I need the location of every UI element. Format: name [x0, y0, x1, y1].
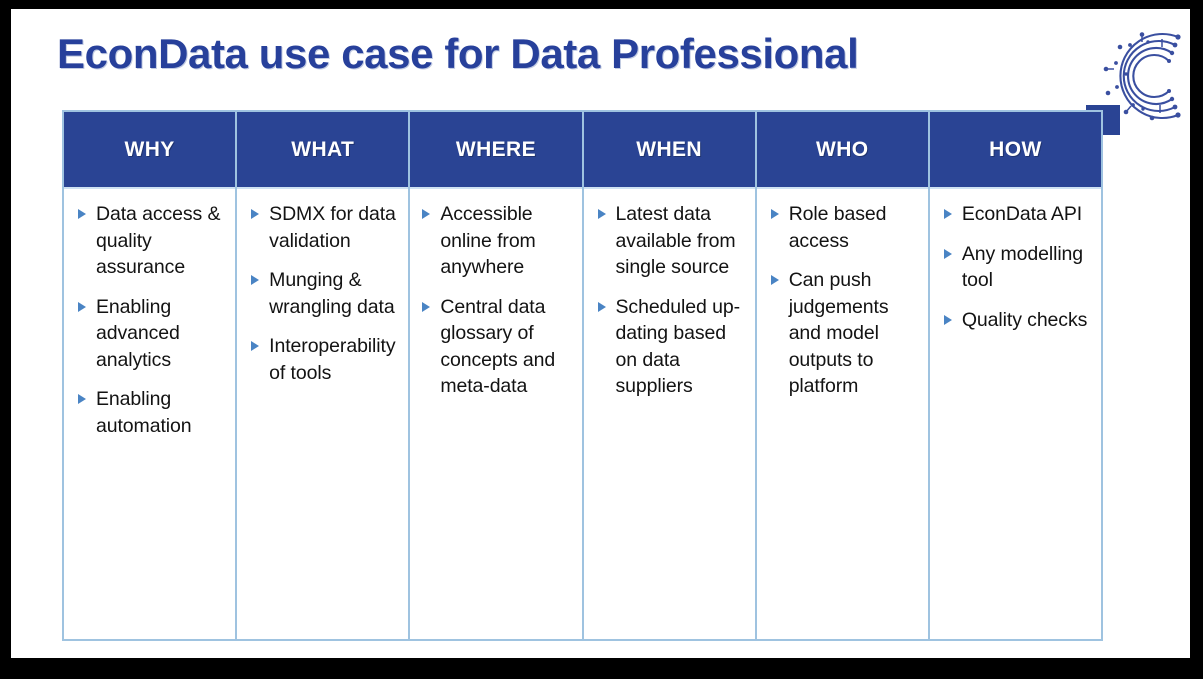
column-body-where: Accessible online from anywhere Central … [410, 189, 582, 641]
column-body-who: Role based access Can push judgements an… [756, 189, 928, 641]
list-item-label: Munging & wrangling data [269, 269, 395, 318]
column-header-who: WHO [756, 110, 928, 189]
triangle-bullet-icon [78, 209, 86, 219]
bullet-list-how: EconData API Any modelling tool Quality … [938, 201, 1095, 333]
triangle-bullet-icon [597, 301, 606, 312]
list-item: Any modelling tool [938, 241, 1095, 294]
triangle-bullet-icon [422, 301, 431, 312]
list-item: Scheduled up-dating based on data suppli… [592, 294, 749, 400]
column-who: WHO Role based access Can push judgement… [756, 110, 930, 641]
list-item: Quality checks [938, 307, 1095, 334]
triangle-bullet-icon [251, 275, 260, 285]
list-item-label: SDMX for data validation [269, 203, 396, 252]
list-item: Munging & wrangling data [245, 267, 402, 320]
list-item: Enabling advanced analytics [72, 294, 229, 374]
list-item-label: Data access & quality assurance [96, 203, 221, 278]
bullet-list-why: Data access & quality assurance Enabling… [72, 201, 229, 439]
triangle-bullet-icon [78, 301, 86, 312]
list-item-label: Enabling advanced analytics [96, 295, 180, 371]
list-item-label: Scheduled up-dating based on data suppli… [615, 295, 741, 398]
list-item-label: Central data glossary of concepts and me… [440, 295, 556, 398]
column-header-where: WHERE [410, 110, 582, 189]
list-item: Interoperability of tools [245, 333, 402, 386]
bullet-list-who: Role based access Can push judgements an… [765, 201, 922, 400]
column-body-how: EconData API Any modelling tool Quality … [929, 189, 1102, 641]
list-item-label: Accessible online from anywhere [440, 203, 536, 278]
triangle-bullet-icon [770, 275, 779, 285]
triangle-bullet-icon [770, 209, 779, 219]
list-item: Data access & quality assurance [72, 201, 229, 281]
list-item: Central data glossary of concepts and me… [410, 294, 575, 400]
list-item-label: Enabling automation [96, 388, 192, 437]
bullet-list-when: Latest data available from single source… [592, 201, 749, 400]
list-item: Accessible online from anywhere [410, 201, 575, 281]
triangle-bullet-icon [943, 248, 952, 259]
bullet-list-where: Accessible online from anywhere Central … [410, 201, 575, 400]
page-title: EconData use case for Data Professional [57, 30, 859, 77]
list-item-label: Can push judgements and model outputs to… [788, 269, 889, 397]
triangle-bullet-icon [597, 209, 606, 219]
column-body-when: Latest data available from single source… [583, 189, 755, 641]
triangle-bullet-icon [422, 209, 431, 219]
column-header-when: WHEN [583, 110, 755, 189]
list-item: EconData API [938, 201, 1095, 228]
list-item-label: Latest data available from single source [615, 203, 736, 278]
slide-canvas: EconData use case for Data Professional [11, 9, 1190, 658]
list-item-label: Interoperability of tools [269, 335, 396, 384]
column-what: WHAT SDMX for data validation Munging & … [237, 110, 411, 641]
bullet-list-what: SDMX for data validation Munging & wrang… [245, 201, 402, 386]
list-item: Latest data available from single source [592, 201, 749, 281]
column-body-why: Data access & quality assurance Enabling… [64, 189, 236, 641]
column-body-what: SDMX for data validation Munging & wrang… [237, 189, 409, 641]
use-case-table: WHY Data access & quality assurance Enab… [62, 110, 1104, 641]
list-item-label: Role based access [788, 203, 887, 252]
column-header-what: WHAT [237, 110, 409, 189]
column-where: WHERE Accessible online from anywhere Ce… [410, 110, 584, 641]
column-header-how: HOW [929, 110, 1102, 189]
triangle-bullet-icon [251, 209, 260, 219]
list-item-label: Quality checks [961, 308, 1088, 331]
triangle-bullet-icon [78, 394, 86, 404]
triangle-bullet-icon [943, 209, 952, 219]
column-how: HOW EconData API Any modelling tool Qual… [929, 110, 1104, 641]
list-item: Can push judgements and model outputs to… [765, 267, 922, 400]
list-item: SDMX for data validation [245, 201, 402, 254]
column-header-why: WHY [64, 110, 236, 189]
column-when: WHEN Latest data available from single s… [583, 110, 757, 641]
column-why: WHY Data access & quality assurance Enab… [62, 110, 238, 641]
list-item-label: Any modelling tool [961, 242, 1084, 292]
triangle-bullet-icon [943, 314, 952, 325]
list-item: Role based access [765, 201, 922, 254]
list-item: Enabling automation [72, 386, 229, 439]
list-item-label: EconData API [961, 203, 1083, 225]
triangle-bullet-icon [251, 341, 260, 351]
